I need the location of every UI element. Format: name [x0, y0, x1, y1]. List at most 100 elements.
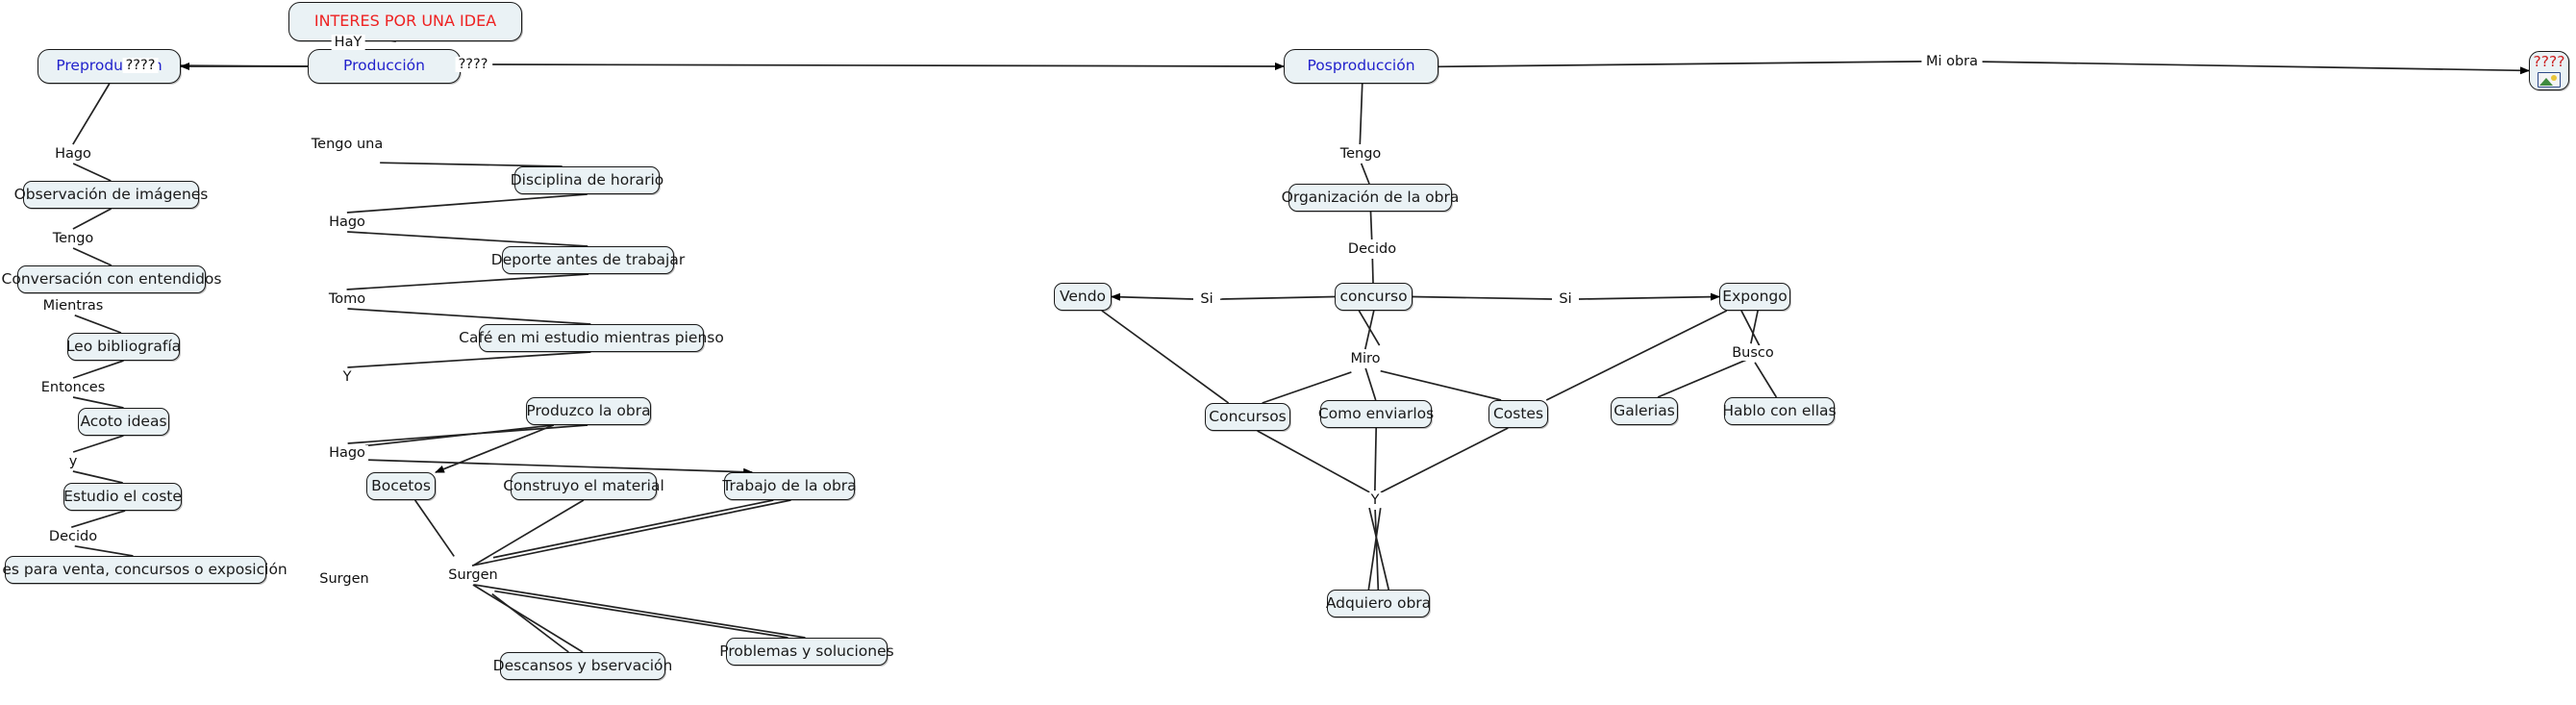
node-costes[interactable]: Costes [1488, 400, 1548, 428]
edge-label-lbl-hay[interactable]: HaY [331, 35, 365, 50]
node-label: Posproducción [1307, 57, 1415, 75]
node-label: Vendo [1059, 287, 1107, 305]
edge-label-lbl-decido2[interactable]: Decido [1344, 241, 1400, 257]
edge-e-concurso-expongo [1412, 295, 1553, 300]
edge-e-cafe-produzco [347, 351, 591, 368]
node-label: Trabajo de la obra [722, 476, 857, 494]
edge-label-lbl-hago2[interactable]: Hago [326, 214, 368, 230]
edge-e-prod-pospro [492, 62, 1285, 70]
node-label: Problemas y soluciones [719, 642, 894, 660]
edge-label-lbl-entonces[interactable]: Entonces [38, 380, 109, 395]
edge-label-lbl-y3[interactable]: Y [1367, 492, 1383, 508]
edge-e-produzco-trabajo [364, 459, 754, 476]
node-acoto[interactable]: Acoto ideas [78, 408, 169, 436]
edge-e-pospro-org [1359, 83, 1363, 145]
edge-e-concursos-adq [1257, 430, 1370, 493]
node-concursos[interactable]: Concursos [1205, 403, 1290, 431]
edge-label-lbl-miro[interactable]: Miro [1347, 351, 1384, 366]
picture-icon[interactable] [2538, 71, 2561, 88]
node-label: Galerias [1613, 401, 1675, 419]
edge-label-lbl-si1[interactable]: Si [1197, 291, 1216, 307]
edge-label-lbl-miobra[interactable]: Mi obra [1922, 54, 1982, 69]
node-venta[interactable]: Si es para venta, concursos o exposición [0, 556, 288, 584]
edge-e-vendo-concursos [1101, 310, 1230, 404]
edge-e-org-concurso [1369, 211, 1373, 240]
node-observacion[interactable]: Observación de imágenes [14, 181, 208, 209]
node-conversacion[interactable]: Conversación con entendidos [2, 265, 221, 293]
edge-label-lbl-surgen2[interactable]: Surgen [445, 567, 501, 583]
node-disciplina[interactable]: Disciplina de horario [511, 166, 663, 194]
edge-label-lbl-q1[interactable]: ???? [122, 58, 159, 73]
node-label: Bocetos [371, 476, 431, 494]
node-hablo[interactable]: Hablo con ellas [1722, 397, 1837, 425]
edge-e-concurso-expongo [1578, 292, 1720, 301]
node-label: concurso [1339, 287, 1408, 305]
node-galerias[interactable]: Galerias [1611, 397, 1678, 425]
node-coste[interactable]: Estudio el coste [63, 483, 182, 511]
node-trabajoobra[interactable]: Trabajo de la obra [722, 472, 857, 500]
edge-label-lbl-tengouna[interactable]: Tengo una [308, 137, 387, 152]
edge-e-como-adq [1374, 509, 1380, 591]
edge-e-org-concurso [1371, 258, 1374, 284]
edge-e-acoto-coste [72, 470, 123, 484]
edge-e-disc-dep [347, 231, 588, 247]
node-deporte[interactable]: Deporte antes de trabajar [491, 246, 685, 274]
edge-label-lbl-si2[interactable]: Si [1556, 291, 1575, 307]
edge-e-trabajo-problemas [471, 499, 791, 567]
node-organizacion[interactable]: Organización de la obra [1282, 184, 1459, 212]
edge-e-disc-dep [346, 193, 588, 214]
edge-e-pospro-unknown [1982, 61, 2530, 75]
node-bibliografia[interactable]: Leo bibliografía [65, 333, 182, 361]
node-adquiero[interactable]: Adquiero obra [1326, 590, 1431, 617]
node-label: Construyo el material [503, 476, 664, 494]
edge-e-expongo-hablo [1754, 362, 1778, 398]
edge-e-obs-conv [72, 247, 113, 266]
node-label: Expongo [1722, 287, 1788, 305]
node-descansos[interactable]: Descansos y bservación [493, 652, 672, 680]
edge-label-lbl-hago3[interactable]: Hago [326, 445, 368, 461]
edge-label-lbl-tengo1[interactable]: Tengo [49, 231, 97, 246]
edge-e-prepro-obs [72, 83, 111, 145]
edge-label-lbl-tomo[interactable]: Tomo [325, 291, 369, 307]
edge-e-concurso-vendo [1219, 295, 1336, 300]
node-label: Deporte antes de trabajar [490, 250, 686, 268]
edge-e-produzco-bocetos [435, 424, 555, 473]
node-comoenviarlos[interactable]: Como enviarlos [1318, 400, 1434, 428]
node-bocetos[interactable]: Bocetos [366, 472, 436, 500]
node-vendo[interactable]: Vendo [1054, 283, 1112, 311]
edge-label-lbl-hago1[interactable]: Hago [52, 146, 94, 162]
edge-e-expongo-galerias [1657, 359, 1747, 398]
edge-e-pospro-org [1360, 163, 1370, 185]
node-label: Leo bibliografía [65, 337, 182, 355]
node-construyo[interactable]: Construyo el material [503, 472, 664, 500]
node-interes[interactable]: INTERES POR UNA IDEA [288, 2, 522, 41]
edge-e-constr-descansos [472, 499, 585, 567]
edge-label-lbl-surgen1[interactable]: Surgen [316, 571, 372, 587]
edge-e-dep-cafe [347, 308, 591, 325]
edge-e-concursos-adq [1367, 508, 1382, 591]
node-produzco[interactable]: Produzco la obra [526, 397, 651, 425]
node-posproduccion[interactable]: Posproducción [1284, 49, 1438, 84]
node-label: Estudio el coste [63, 487, 182, 505]
node-label: Produzco la obra [526, 401, 651, 419]
node-concurso[interactable]: concurso [1335, 283, 1413, 311]
edge-label-lbl-busco[interactable]: Busco [1729, 345, 1777, 361]
edge-label-lbl-tengo2[interactable]: Tengo [1337, 146, 1385, 162]
node-unknown[interactable]: ???? [2529, 51, 2569, 90]
node-preproduccion[interactable]: Preproducción [38, 49, 181, 84]
edge-e-concurso-concursos [1262, 371, 1352, 404]
edge-e-bib-acoto [72, 396, 124, 409]
edge-e-concurso-como [1364, 367, 1377, 401]
node-produccion[interactable]: Producción [308, 49, 461, 84]
node-cafe[interactable]: Café en mi estudio mientras pienso [459, 324, 724, 352]
node-expongo[interactable]: Expongo [1719, 283, 1790, 311]
edge-e-bocetos-descansos [413, 499, 455, 557]
node-problemas[interactable]: Problemas y soluciones [719, 638, 894, 666]
edge-label-lbl-y2[interactable]: Y [339, 369, 355, 385]
edge-label-lbl-q2[interactable]: ???? [455, 57, 491, 72]
node-label: Costes [1492, 404, 1544, 422]
edge-label-lbl-y1[interactable]: y [65, 454, 81, 469]
edge-label-lbl-mientras[interactable]: Mientras [39, 298, 107, 314]
edge-label-lbl-decido1[interactable]: Decido [45, 529, 101, 544]
